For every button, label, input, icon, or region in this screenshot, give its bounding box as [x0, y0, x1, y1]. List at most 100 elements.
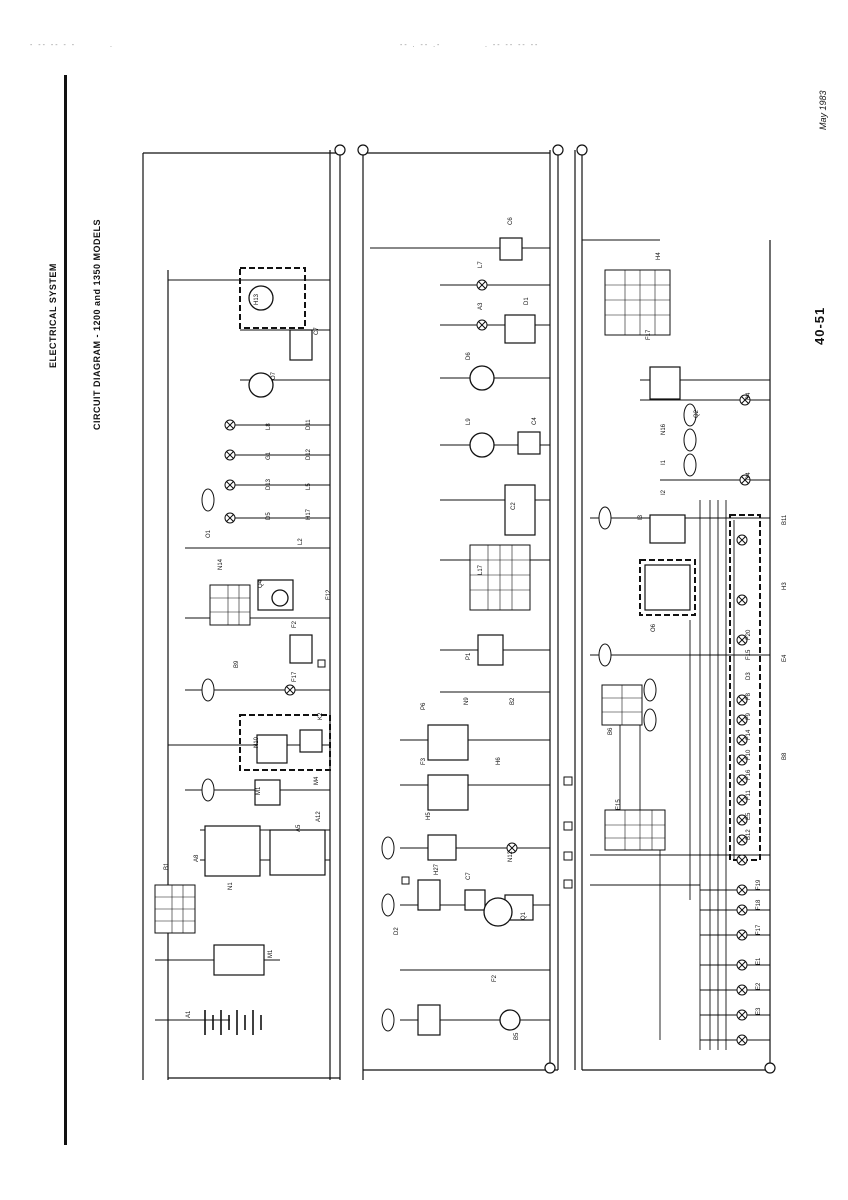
component-label: Q1 — [521, 911, 527, 920]
connector-ovals — [201, 403, 697, 1032]
component-label: D11 — [306, 419, 312, 430]
component-label: H3 — [782, 582, 788, 590]
component-label: O7 — [271, 371, 277, 380]
component-label: L9 — [466, 418, 472, 425]
component-label: O1 — [206, 529, 212, 538]
lamp-icon — [736, 734, 748, 746]
lamp-icon — [736, 984, 748, 996]
component-label: F18 — [756, 899, 762, 910]
component-label: H13 — [254, 293, 260, 305]
component-label: D5 — [266, 512, 272, 520]
table-grid — [155, 270, 670, 933]
component-label: H27 — [434, 863, 440, 875]
scan-mark: - -- -- - - — [30, 42, 77, 49]
lamp-icon — [736, 694, 748, 706]
component-label: F9 — [746, 712, 752, 720]
scan-mark: . -- -- -- -- — [485, 42, 540, 49]
component-label: B1 — [164, 862, 170, 870]
square-tags — [317, 659, 573, 889]
component-label: N14 — [218, 558, 224, 570]
component-label: F10 — [746, 749, 752, 760]
component-labels: A1M1B1A8A5A12N1M1M4N10K2F17B9F2F12N14Q4O… — [164, 217, 788, 1040]
lamp-icon — [736, 794, 748, 806]
component-label: I1 — [661, 459, 667, 465]
component-label: P6 — [421, 702, 427, 710]
component-label: F15 — [746, 649, 752, 660]
lamp-icon — [736, 834, 748, 846]
component-label: D13 — [266, 478, 272, 490]
component-label: F8 — [746, 692, 752, 700]
lamp-icon — [506, 842, 518, 854]
component-label: F12 — [326, 589, 332, 600]
lamp-icon — [736, 904, 748, 916]
component-label: M1 — [256, 786, 262, 795]
component-label: D1 — [524, 297, 530, 305]
component-label: B8 — [782, 752, 788, 760]
battery-symbol — [204, 1010, 262, 1035]
component-label: F17 — [292, 671, 298, 682]
component-boxes — [204, 237, 691, 1036]
component-label: F2 — [492, 974, 498, 982]
lamp-icon — [224, 419, 236, 431]
lamp-harness — [619, 500, 735, 1050]
component-label: F17 — [646, 329, 652, 340]
component-label: N9 — [464, 697, 470, 705]
component-label: A5 — [296, 824, 302, 832]
component-label: L2 — [298, 538, 304, 545]
component-label: F17 — [756, 924, 762, 935]
component-label: E2 — [756, 982, 762, 990]
component-label: B6 — [608, 727, 614, 735]
component-label: C7 — [314, 327, 320, 335]
component-label: C7 — [466, 872, 472, 880]
lamp-symbols — [224, 279, 751, 1046]
component-label: F16 — [746, 769, 752, 780]
component-label: H17 — [306, 508, 312, 520]
component-label: K2 — [318, 712, 324, 720]
component-label: H5 — [426, 812, 432, 820]
component-label: E4 — [782, 654, 788, 662]
lamp-icon — [736, 814, 748, 826]
component-label: A1 — [186, 1010, 192, 1018]
component-label: L5 — [306, 483, 312, 490]
lamp-icon — [736, 754, 748, 766]
component-label: F14 — [746, 729, 752, 740]
component-label: E3 — [756, 1007, 762, 1015]
component-label: E15 — [616, 799, 622, 810]
component-label: H6 — [496, 757, 502, 765]
component-label: H4 — [656, 252, 662, 260]
component-label: B2 — [510, 697, 516, 705]
component-label: C4 — [532, 417, 538, 425]
component-label: C2 — [511, 502, 517, 510]
lamp-icon — [736, 929, 748, 941]
lamp-icon — [736, 1009, 748, 1021]
branch-wires — [155, 239, 770, 1041]
component-label: L7 — [478, 261, 484, 268]
component-label: F3 — [421, 757, 427, 765]
component-label: L8 — [266, 423, 272, 430]
component-label: D12 — [306, 448, 312, 460]
scan-mark: -- . -- .- — [400, 42, 442, 49]
component-label: A8 — [194, 854, 200, 862]
lamp-icon — [736, 534, 748, 546]
component-label: F19 — [756, 879, 762, 890]
component-label: D6 — [466, 352, 472, 360]
component-label: A3 — [478, 302, 484, 310]
component-label: Q4 — [258, 579, 264, 588]
lamp-icon — [284, 684, 296, 696]
component-label: G1 — [266, 451, 272, 460]
component-label: N12 — [508, 850, 514, 862]
bus-terminals — [334, 144, 776, 1074]
lamp-icon — [224, 449, 236, 461]
component-label: B9 — [234, 660, 240, 668]
component-label: F11 — [746, 789, 752, 800]
gauges-motors — [248, 285, 521, 1031]
lamp-icon — [736, 959, 748, 971]
scan-mark: . — [110, 42, 114, 49]
component-label: M4 — [314, 776, 320, 785]
component-label: O6 — [651, 623, 657, 632]
component-label: B11 — [782, 514, 788, 525]
lamp-icon — [736, 634, 748, 646]
component-label: P1 — [466, 652, 472, 660]
